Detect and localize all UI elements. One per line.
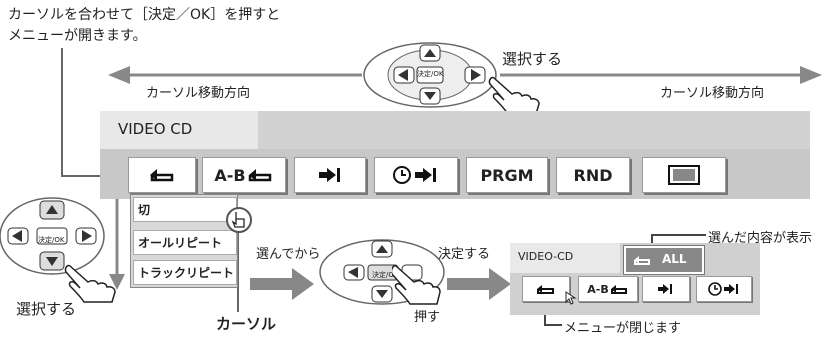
instruction-line2: メニューが開きます。 (8, 28, 147, 44)
monitor-button[interactable] (642, 157, 726, 193)
menu-item-off[interactable]: 切 (133, 197, 237, 222)
mini-timer-button[interactable] (696, 276, 752, 302)
step-arrow-2 (447, 268, 511, 300)
step-arrow-1 (250, 268, 314, 300)
title-band: VIDEO CD (100, 111, 810, 149)
ab-repeat-button[interactable]: A-B (202, 157, 286, 193)
skip-button[interactable] (294, 157, 366, 193)
mini-repeat-button[interactable] (522, 276, 570, 302)
repeat-icon (248, 169, 271, 182)
random-button[interactable]: RND (556, 157, 630, 193)
mini-ab-button[interactable]: A-B (578, 276, 638, 302)
repeat-icon (150, 169, 174, 182)
monitor-icon (668, 165, 700, 185)
repeat-icon (537, 285, 554, 294)
repeat-icon (610, 285, 627, 294)
mini-band-label: VIDEO-CD (518, 250, 574, 263)
remote-dpad-top (363, 42, 497, 108)
select-label-bottom: 選択する (16, 300, 77, 318)
mini-cursor-icon (565, 291, 577, 305)
remote-dpad-left (0, 197, 105, 275)
instruction-line1: カーソルを合わせて［決定／OK］を押すと (8, 7, 281, 23)
after-select-label: 選んでから (256, 247, 321, 262)
clock-skip-icon (393, 166, 436, 184)
band-label: VIDEO CD (118, 120, 193, 138)
press-label: 押す (414, 310, 441, 325)
repeat-button[interactable] (128, 157, 196, 193)
cursor-label: カーソル (216, 315, 277, 333)
skip-next-icon (658, 284, 672, 294)
hand-pointer-icon (64, 264, 116, 303)
cursor-hand-icon (226, 207, 252, 233)
clock-skip-icon (708, 282, 738, 296)
timer-skip-button[interactable] (374, 157, 458, 193)
skip-next-icon (319, 168, 340, 182)
mini-status-display: ALL (624, 246, 704, 274)
select-label-top: 選択する (502, 50, 563, 68)
remote-center-label-left: 決定/OK (38, 236, 65, 244)
remote-center-label-top: 決定/OK (417, 70, 444, 78)
right-arrow-icon (800, 66, 822, 84)
result-label: 選んだ内容が表示 (708, 231, 813, 246)
hand-pointer-icon (392, 264, 441, 305)
repeat-icon (634, 256, 650, 265)
menu-item-track-repeat[interactable]: トラックリピート (133, 260, 237, 285)
mini-skip-button[interactable] (642, 276, 690, 302)
decide-label: 決定する (438, 247, 491, 262)
menu-item-all-repeat[interactable]: オールリピート (133, 230, 237, 255)
mini-all-label: ALL (662, 252, 687, 266)
program-button[interactable]: PRGM (466, 157, 548, 193)
remote-center-label-middle: 決定/OK (372, 271, 399, 279)
menu-closes-label: メニューが閉じます (564, 321, 682, 336)
left-arrow-icon (108, 66, 130, 84)
cursor-direction-left: カーソル移動方向 (146, 86, 251, 101)
cursor-direction-right: カーソル移動方向 (660, 86, 765, 101)
